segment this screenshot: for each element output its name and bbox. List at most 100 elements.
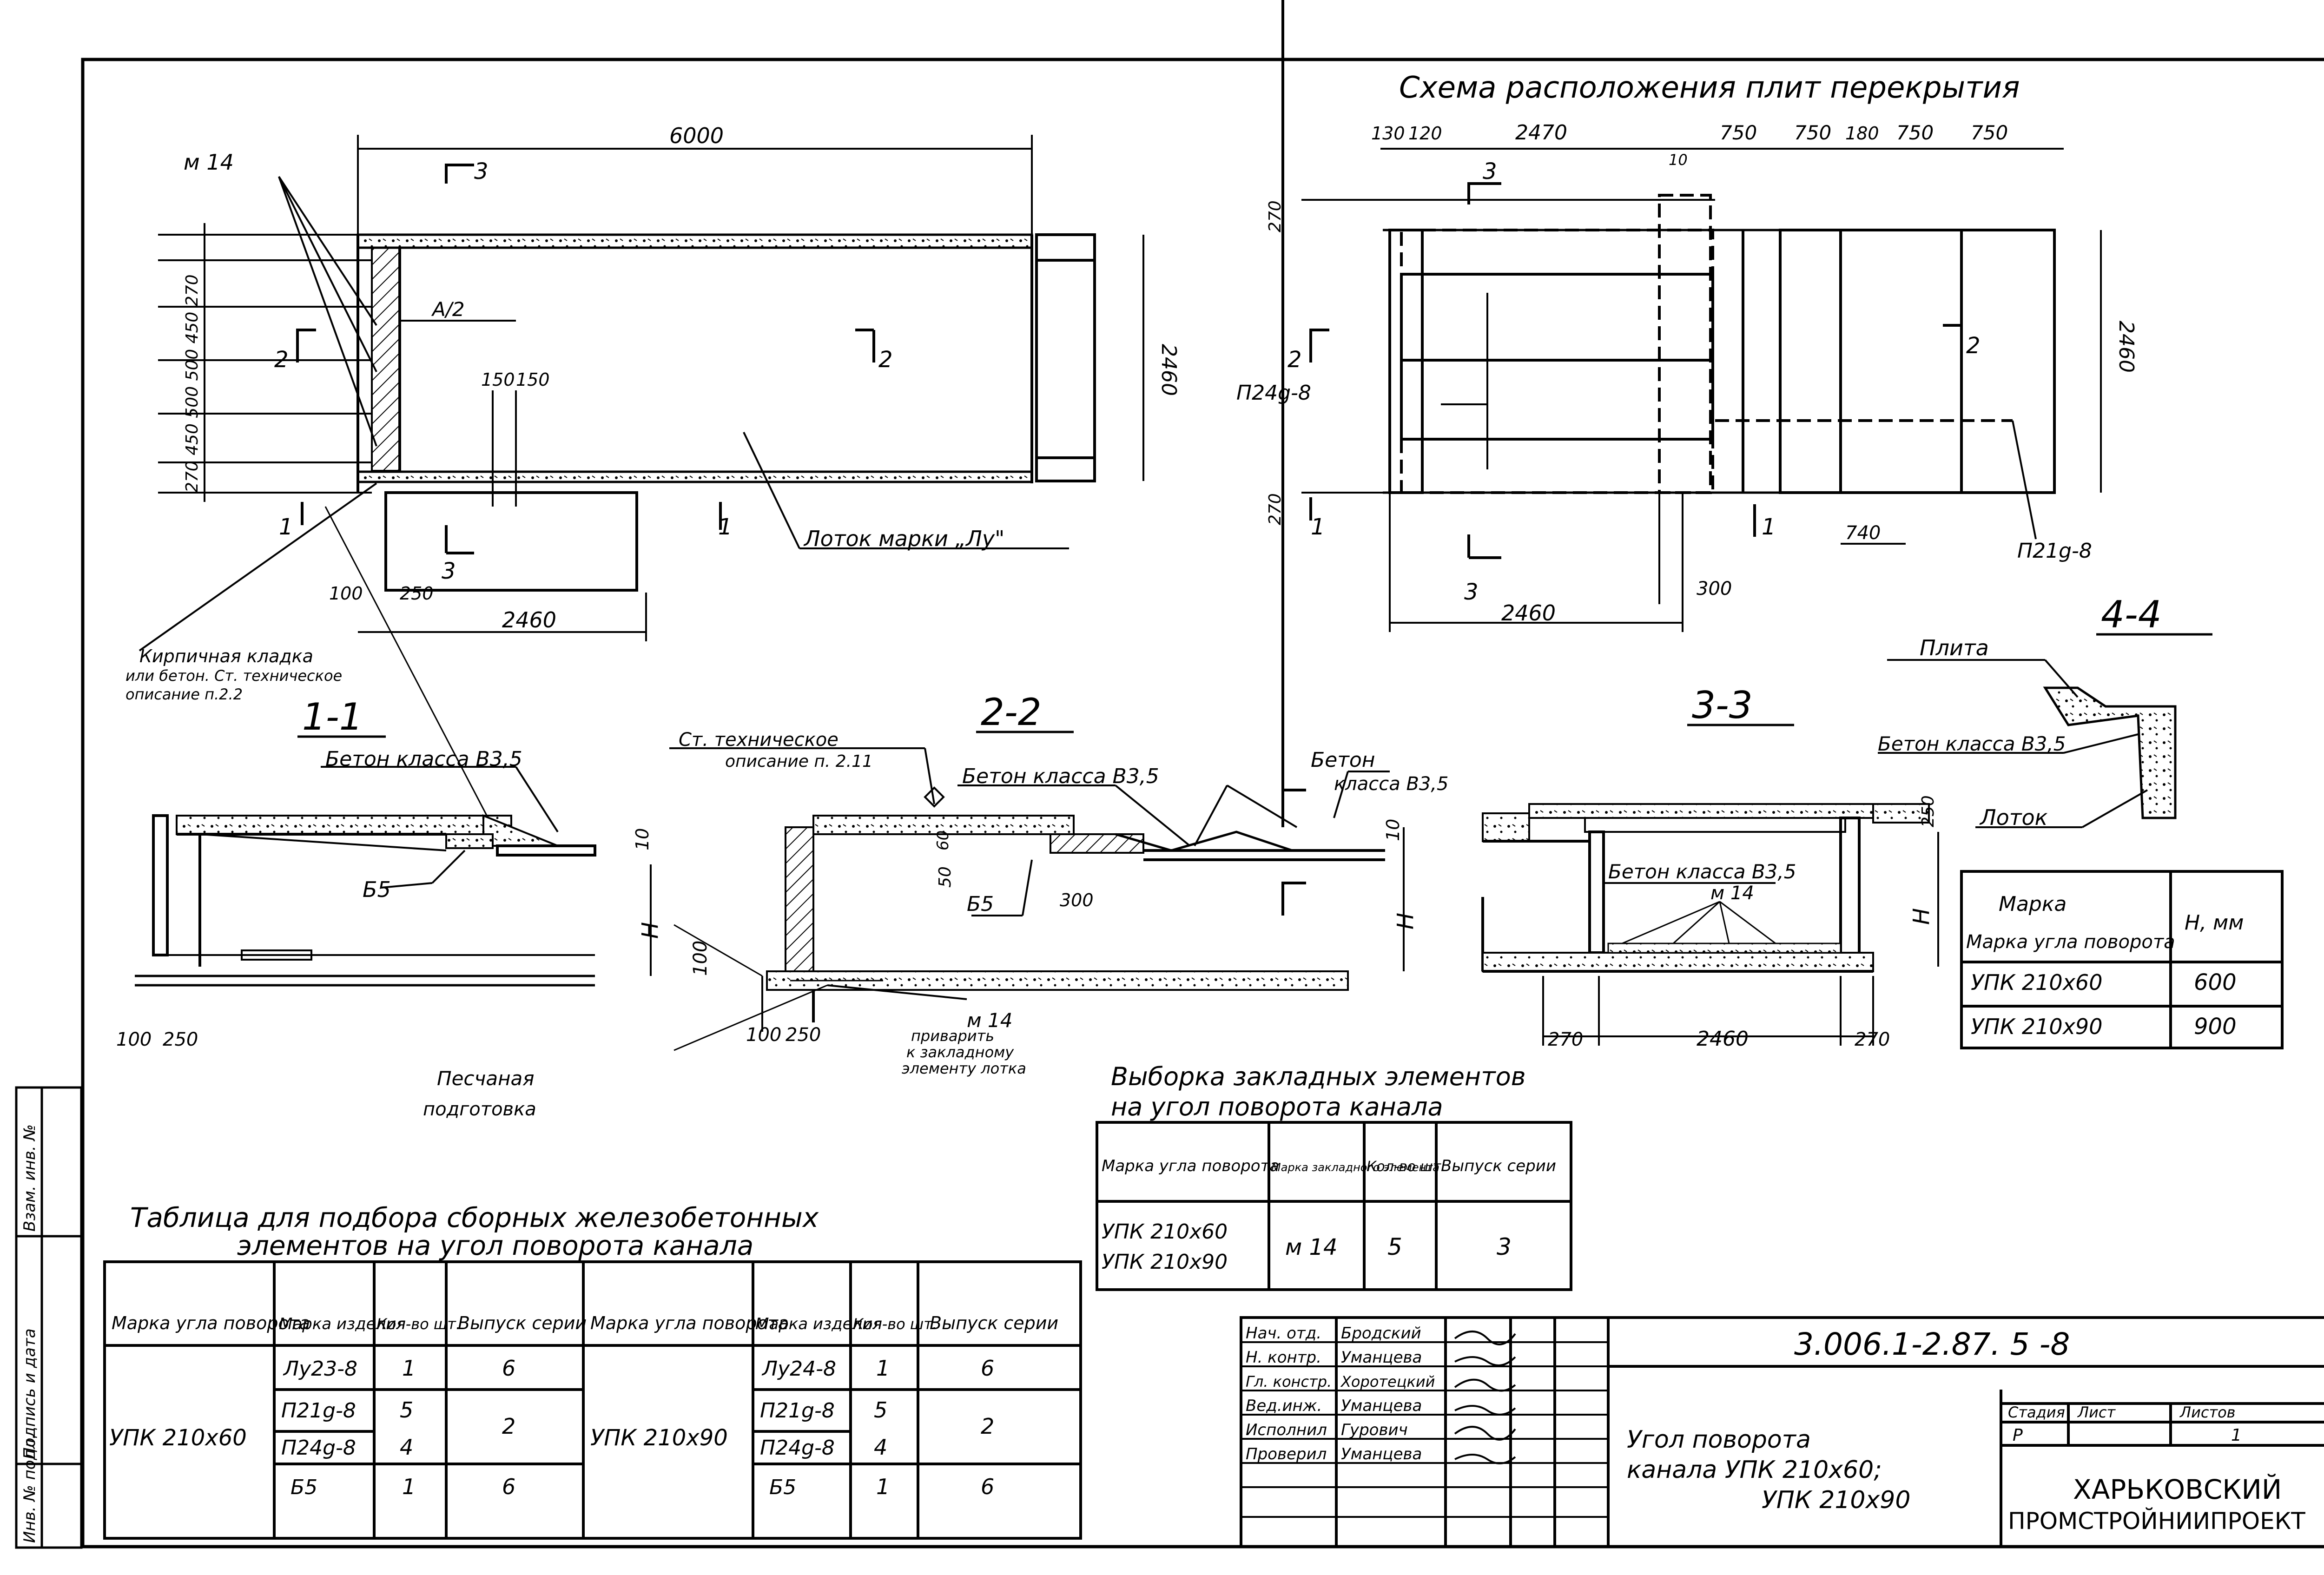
left-cut-2-left: 2: [274, 347, 289, 373]
precast-h-mark-r: Марка угла поворота: [590, 1313, 789, 1333]
s1-dim-h: H: [637, 922, 663, 939]
left-cut-2-right: 2: [878, 347, 893, 373]
h-table-row1-h: 600: [2194, 969, 2237, 995]
s2-concrete-label: Бетон класса В3,5: [962, 764, 1159, 788]
precast-h-issue-r: Выпуск серии: [930, 1313, 1058, 1333]
left-cut-1-right: 1: [718, 514, 733, 540]
precast-r-r1-issue: 6: [981, 1356, 994, 1381]
embedded-h-mark: Марка угла поворота: [1102, 1157, 1279, 1175]
s1-b5-label: Б5: [363, 877, 391, 902]
precast-left-mark: УПК 210х60: [109, 1425, 247, 1451]
rp-cut-1-left: 1: [1311, 514, 1325, 540]
s2-b5-label: Б5: [967, 892, 994, 916]
left-dim-a2: A/2: [431, 298, 465, 321]
plan-scheme-title: Схема расположения плит перекрытия: [1399, 71, 2020, 105]
precast-h-qty-r: Кол-во шт.: [853, 1315, 937, 1333]
rp-dim-120: 120: [1408, 123, 1442, 144]
embedded-mark-2: УПК 210х90: [1102, 1250, 1228, 1274]
tb-title-2: канала УПК 210х60;: [1627, 1456, 1882, 1484]
tb-org-2: ПРОМСТРОЙНИИПРОЕКТ: [2008, 1507, 2305, 1535]
embedded-qty: 5: [1387, 1233, 1402, 1260]
s2-dim-60: 60: [934, 830, 952, 850]
precast-h-item-r: Марка изделия: [755, 1315, 882, 1333]
tb-name-5: Гурович: [1341, 1421, 1408, 1439]
s2-dim-h: H: [1393, 913, 1419, 929]
side-stamp-sign: Подпись и дата: [20, 1328, 39, 1459]
left-dim-150b: 150: [516, 369, 550, 390]
left-dim-100: 100: [329, 583, 363, 604]
h-table: [1960, 870, 2284, 1049]
rp-dim-height: 2460: [2114, 321, 2138, 373]
left-dim-bottom: 2460: [502, 607, 556, 633]
embedded-h-element: Марка закладного элемента: [1271, 1161, 1439, 1174]
rp-dim-10: 10: [1669, 151, 1688, 169]
s2-tech-desc-1: Ст. техническое: [679, 729, 838, 751]
side-stamp-inv: Инв. № подл.: [20, 1434, 39, 1543]
section-2-2: [669, 0, 1405, 1051]
tb-doc-code: 3.006.1-2.87. 5 -8: [1794, 1326, 2070, 1362]
h-table-row1-mark: УПК 210х60: [1971, 970, 2102, 995]
rp-dim-750a: 750: [1720, 121, 1757, 144]
tb-stage: Р: [2013, 1426, 2023, 1445]
section-1-1: [135, 506, 652, 987]
left-dim-height: 2460: [1157, 344, 1181, 396]
section-title-4-4: 4-4: [2101, 593, 2162, 636]
rp-plate-p21: П21g-8: [2017, 539, 2092, 563]
embedded-h-issue: Выпуск серии: [1441, 1157, 1556, 1175]
tb-name-3: Хоротецкий: [1340, 1373, 1435, 1390]
embedded-table: [1096, 1121, 1572, 1291]
s2-dim-250: 250: [786, 1024, 821, 1046]
tb-name-6: Уманцева: [1341, 1445, 1422, 1463]
h-table-row2-h: 900: [2194, 1014, 2237, 1040]
precast-r-r4-item: Б5: [769, 1476, 796, 1499]
precast-h-mark-l: Марка угла поворота: [112, 1313, 310, 1333]
left-dim-150a: 150: [481, 369, 515, 390]
s2-weld-note-2: к закладному: [906, 1043, 1014, 1061]
s3-concrete-label: Бетон класса В3,5: [1608, 860, 1796, 883]
tb-org-1: ХАРЬКОВСКИЙ: [2073, 1473, 2282, 1505]
right-plan: [1301, 148, 2102, 632]
section-3-3: [1481, 803, 1939, 1046]
section-title-1-1: 1-1: [302, 695, 363, 738]
rp-cut-3-top: 3: [1483, 158, 1497, 185]
s2-dim-300: 300: [1060, 890, 1094, 910]
s2-dim-100-vert: 100: [690, 941, 711, 976]
rp-cut-2-right: 2: [1966, 333, 1981, 359]
tb-sheets: 1: [2231, 1426, 2242, 1445]
rp-dim-750d: 750: [1971, 121, 2008, 144]
precast-l-r3-qty: 4: [400, 1435, 413, 1460]
precast-r-r4-issue: 6: [981, 1474, 994, 1499]
h-table-header-mark-1: Марка: [1999, 892, 2067, 916]
section-4-4: [1878, 659, 2177, 828]
side-stamp-replace: Взам. инв. №: [20, 1124, 39, 1232]
tb-role-1: Нач. отд.: [1246, 1324, 1321, 1343]
rp-dim-750b: 750: [1794, 121, 1831, 144]
tb-sheets-h: Листов: [2179, 1404, 2236, 1421]
precast-l-r4-item: Б5: [290, 1476, 317, 1499]
left-mark-m14: м 14: [184, 150, 234, 175]
precast-r-r2-item: П21g-8: [760, 1399, 835, 1423]
precast-l-r2-qty: 5: [400, 1397, 413, 1423]
precast-title-1: Таблица для подбора сборных железобетонн…: [130, 1202, 819, 1233]
s3-dim-2460: 2460: [1697, 1027, 1749, 1051]
embedded-h-qty: Кол-во шт.: [1367, 1159, 1446, 1175]
precast-l-r1-qty: 1: [402, 1356, 416, 1381]
tb-role-3: Гл. констр.: [1246, 1373, 1332, 1390]
embedded-element: м 14: [1285, 1234, 1338, 1260]
tb-role-4: Вед.инж.: [1246, 1397, 1322, 1415]
masonry-note-3: описание п.2.2: [125, 685, 243, 703]
s4-concrete: Бетон класса В3,5: [1878, 732, 2066, 755]
rp-dim-180: 180: [1845, 123, 1879, 144]
s1-concrete-label: Бетон класса В3,5: [325, 747, 522, 771]
precast-l-r1-issue: 6: [502, 1356, 515, 1381]
left-dim-250: 250: [400, 583, 434, 604]
precast-l-r3-item: П24g-8: [281, 1436, 356, 1460]
left-dim-6000: 6000: [669, 123, 724, 148]
precast-h-item-l: Марка изделия: [279, 1315, 406, 1333]
h-table-header-h: H, мм: [2185, 911, 2244, 935]
rp-cut-3-bottom: 3: [1464, 579, 1479, 605]
precast-table: [103, 1260, 1082, 1540]
left-cut-3-top: 3: [474, 158, 489, 185]
